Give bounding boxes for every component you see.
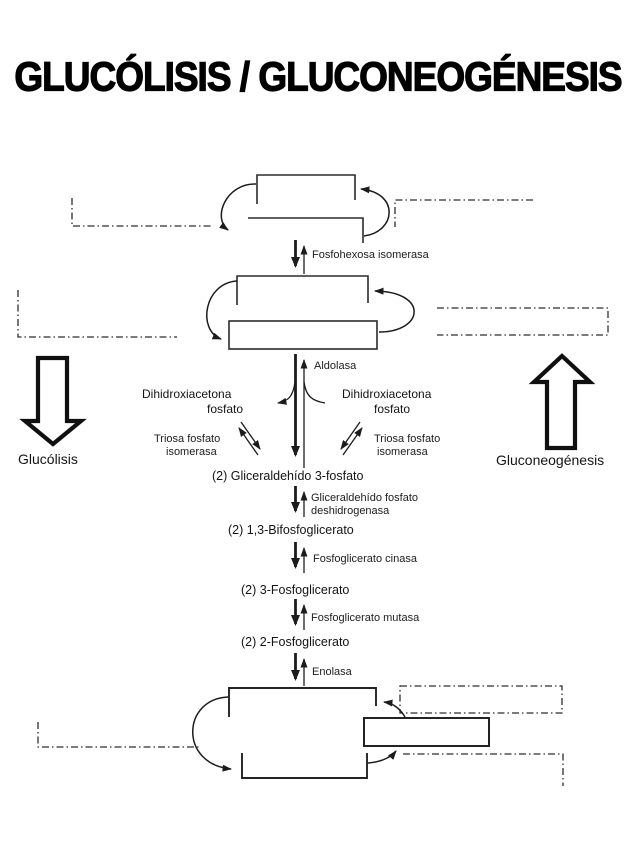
callout-box-bottom-right [399, 685, 563, 714]
enzyme-triose-isomerase-right-line2: isomerasa [377, 446, 428, 458]
enzyme-enolase: Enolasa [312, 666, 352, 678]
blank-box-top-upper [256, 174, 356, 204]
callout-line-top-left [71, 198, 212, 227]
glycolysis-label: Glucólisis [18, 451, 78, 467]
cycle-arrows-top [219, 183, 390, 237]
reaction-arrows-enolase [291, 653, 308, 686]
gluconeogenesis-label: Gluconeogénesis [496, 452, 605, 468]
cycle-arrows-middle [206, 280, 415, 340]
callout-line-bottom-left [37, 722, 200, 748]
reaction-arrows-gapdh [291, 486, 308, 517]
metabolite-dhap-left-line2: fosfato [207, 402, 244, 416]
blank-box-mid-upper [236, 275, 369, 305]
diagonal-arrow-down [340, 421, 361, 450]
enzyme-aldolase: Aldolasa [314, 360, 357, 372]
enzyme-triose-isomerase-left-line1: Triosa fosfato [154, 433, 221, 445]
branch-curve-left [277, 381, 296, 405]
blank-box-mid-lower [228, 320, 378, 350]
reaction-arrows-phosphoglycerate-mutase [291, 599, 308, 630]
blank-box-bottom-upper [228, 687, 377, 717]
cycle-arrow-bottom-right-upper [383, 699, 406, 718]
enzyme-triose-isomerase-left-line2: isomerasa [166, 446, 217, 458]
metabolite-dhap-right-line2: fosfato [374, 402, 411, 416]
blank-box-bottom-side [363, 717, 490, 747]
cycle-arrow-top-right [360, 186, 390, 237]
cycle-arrow-bottom-right-lower [367, 750, 397, 764]
callout-lines [17, 198, 609, 786]
diagonal-arrow-up [342, 427, 363, 456]
triose-isomerase-arrows-left [238, 421, 261, 456]
blank-metabolite-boxes [228, 174, 378, 779]
page-title: GLUCÓLISIS / GLUCONEOGÉNESIS [14, 53, 623, 100]
enzyme-triose-isomerase-right-line1: Triosa fosfato [374, 433, 441, 445]
callout-line-mid-left [17, 290, 177, 338]
metabolite-13-bisphosphoglycerate: (2) 1,3-Bifosfoglicerato [228, 523, 354, 537]
branch-curve-right [303, 381, 326, 404]
metabolite-dhap-left-line1: Dihidroxiacetona [142, 387, 232, 401]
blank-box-top-lower [248, 217, 364, 243]
callout-bracket-mid-right [437, 307, 609, 336]
enzyme-gapdh-line2: deshidrogenasa [311, 505, 390, 517]
reaction-arrows-phosphohexose-isomerase [291, 240, 308, 274]
enzyme-phosphoglycerate-kinase: Fosfoglicerato cinasa [313, 553, 417, 565]
cycle-arrow-mid-right [374, 287, 415, 333]
diagonal-arrow-up [238, 427, 259, 456]
cycle-arrows-bottom [192, 696, 406, 772]
triose-isomerase-arrows-right [340, 421, 363, 456]
enzyme-phosphoglycerate-mutase: Fosfoglicerato mutasa [311, 612, 420, 624]
enzyme-phosphohexose-isomerase: Fosfohexosa isomerasa [312, 249, 429, 261]
cycle-arrow-bottom-left [192, 696, 232, 772]
cycle-arrow-top-left [219, 183, 257, 231]
metabolite-2-phosphoglycerate: (2) 2-Fosfoglicerato [241, 635, 350, 649]
diagonal-arrow-down [240, 421, 261, 450]
callout-line-top-right [394, 199, 533, 227]
blank-box-bottom-lower [241, 753, 368, 779]
reaction-arrows-aldolase [277, 354, 326, 468]
metabolite-dhap-right-line1: Dihidroxiacetona [342, 387, 432, 401]
glycolysis-direction-arrow [19, 355, 87, 447]
callout-line-bottom-right [403, 753, 564, 786]
gluconeogenesis-direction-arrow [528, 353, 596, 451]
reaction-arrows-phosphoglycerate-kinase [291, 542, 308, 573]
metabolite-3-phosphoglycerate: (2) 3-Fosfoglicerato [241, 583, 350, 597]
metabolite-glyceraldehyde-3-phosphate: (2) Gliceraldehído 3-fosfato [212, 469, 364, 483]
enzyme-gapdh-line1: Gliceraldehído fosfato [311, 492, 419, 504]
cycle-arrow-mid-left [206, 280, 238, 340]
